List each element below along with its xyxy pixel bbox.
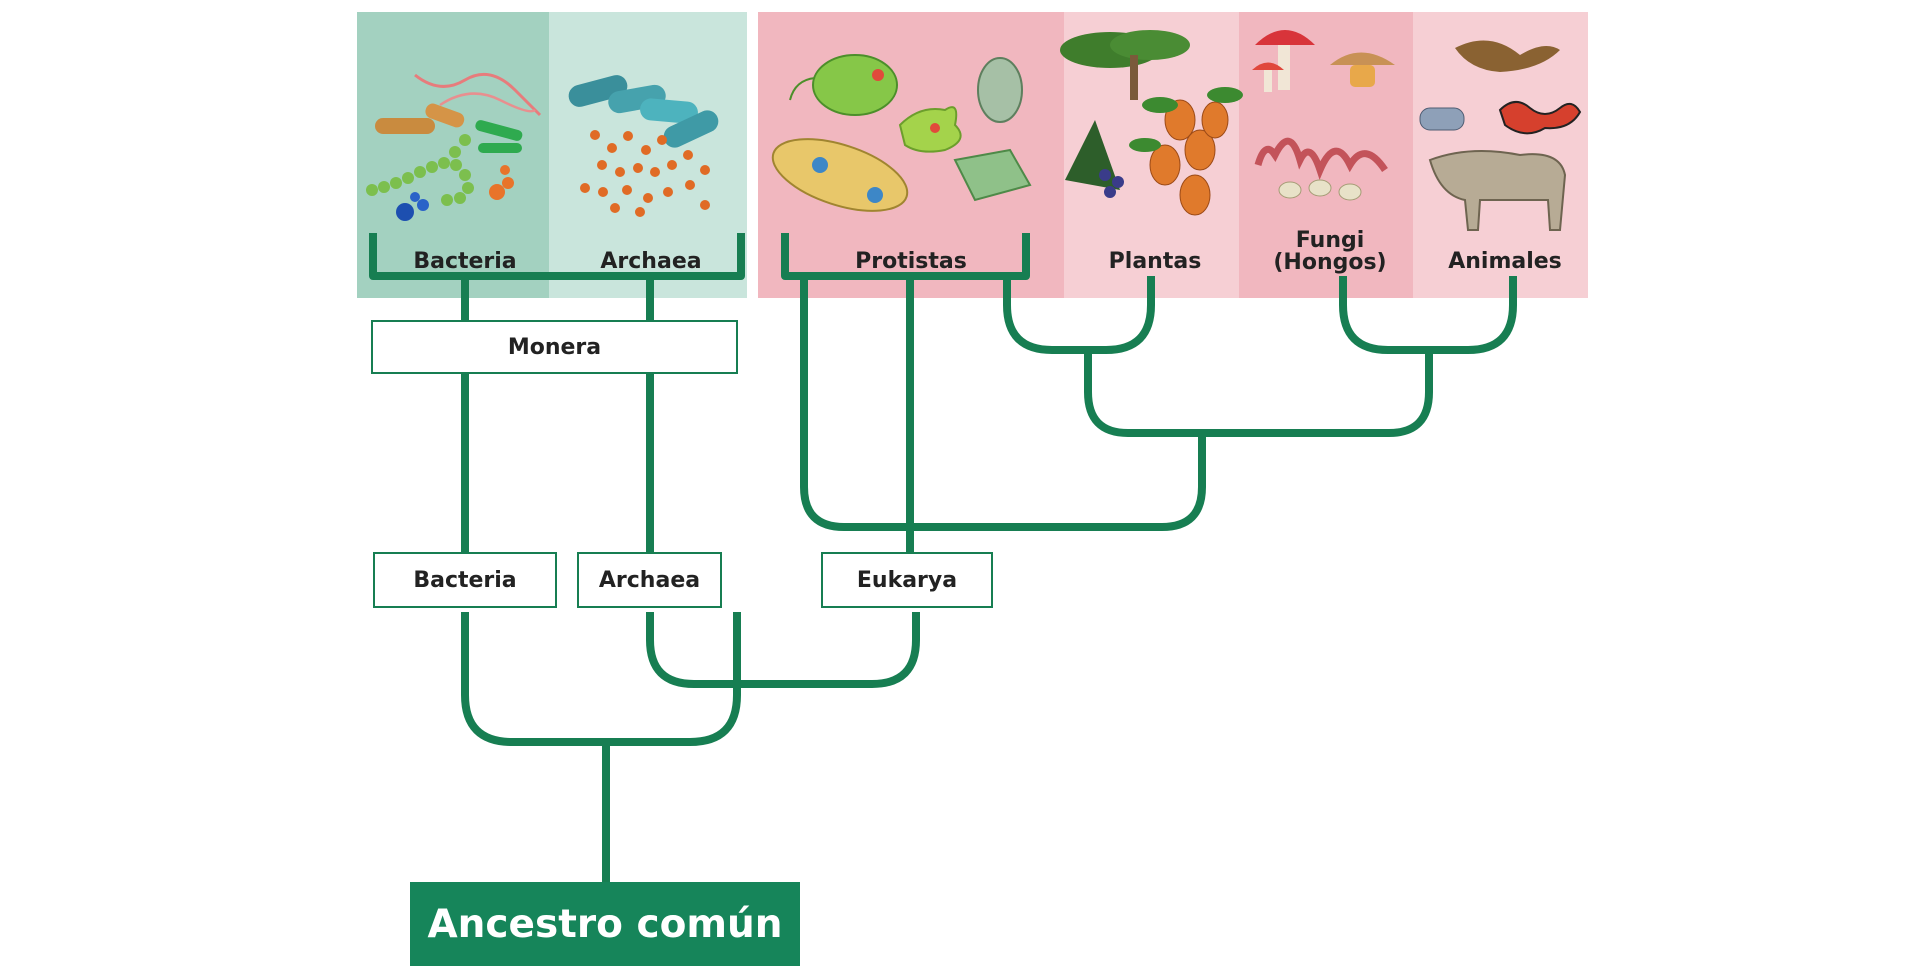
branch-plantas-join: [1003, 276, 1155, 354]
group-box-monera: Monera: [371, 320, 738, 374]
bracket-prokaryotes: [369, 233, 745, 280]
kingdom-label-fungi: Fungi (Hongos): [1255, 230, 1405, 274]
kingdom-label-protistas: Protistas: [855, 249, 967, 274]
kingdom-label-fungi-line1: Fungi: [1295, 228, 1365, 253]
plantas-illustration: [1060, 30, 1243, 216]
kingdom-label-plantas: Plantas: [1108, 249, 1202, 274]
kingdom-label-archaea: Archaea: [600, 249, 702, 274]
root-box-common-ancestor: Ancestro común: [410, 882, 800, 966]
branch-multicellular-join: [1084, 350, 1433, 437]
archaea-illustration: [568, 75, 719, 217]
kingdom-label-fungi-line2: (Hongos): [1273, 250, 1387, 275]
domain-box-archaea: Archaea: [577, 552, 722, 608]
panel-archaea: [549, 12, 747, 298]
bacteria-illustration: [366, 72, 542, 221]
domain-box-bacteria: Bacteria: [373, 552, 557, 608]
domain-box-eukarya: Eukarya: [821, 552, 993, 608]
kingdom-label-bacteria: Bacteria: [413, 249, 517, 274]
tree-branches: [369, 233, 1517, 882]
protistas-illustration: [771, 54, 1032, 212]
animales-illustration: [1419, 40, 1582, 231]
branch-protistas: [800, 276, 1206, 531]
branch-archaea: [646, 276, 920, 688]
branch-fungi-animales-join: [1339, 276, 1517, 354]
bracket-protistas: [781, 233, 1030, 280]
branch-bacteria: [461, 276, 741, 746]
kingdom-label-animales: Animales: [1448, 249, 1562, 274]
fungi-illustration: [1252, 30, 1395, 201]
